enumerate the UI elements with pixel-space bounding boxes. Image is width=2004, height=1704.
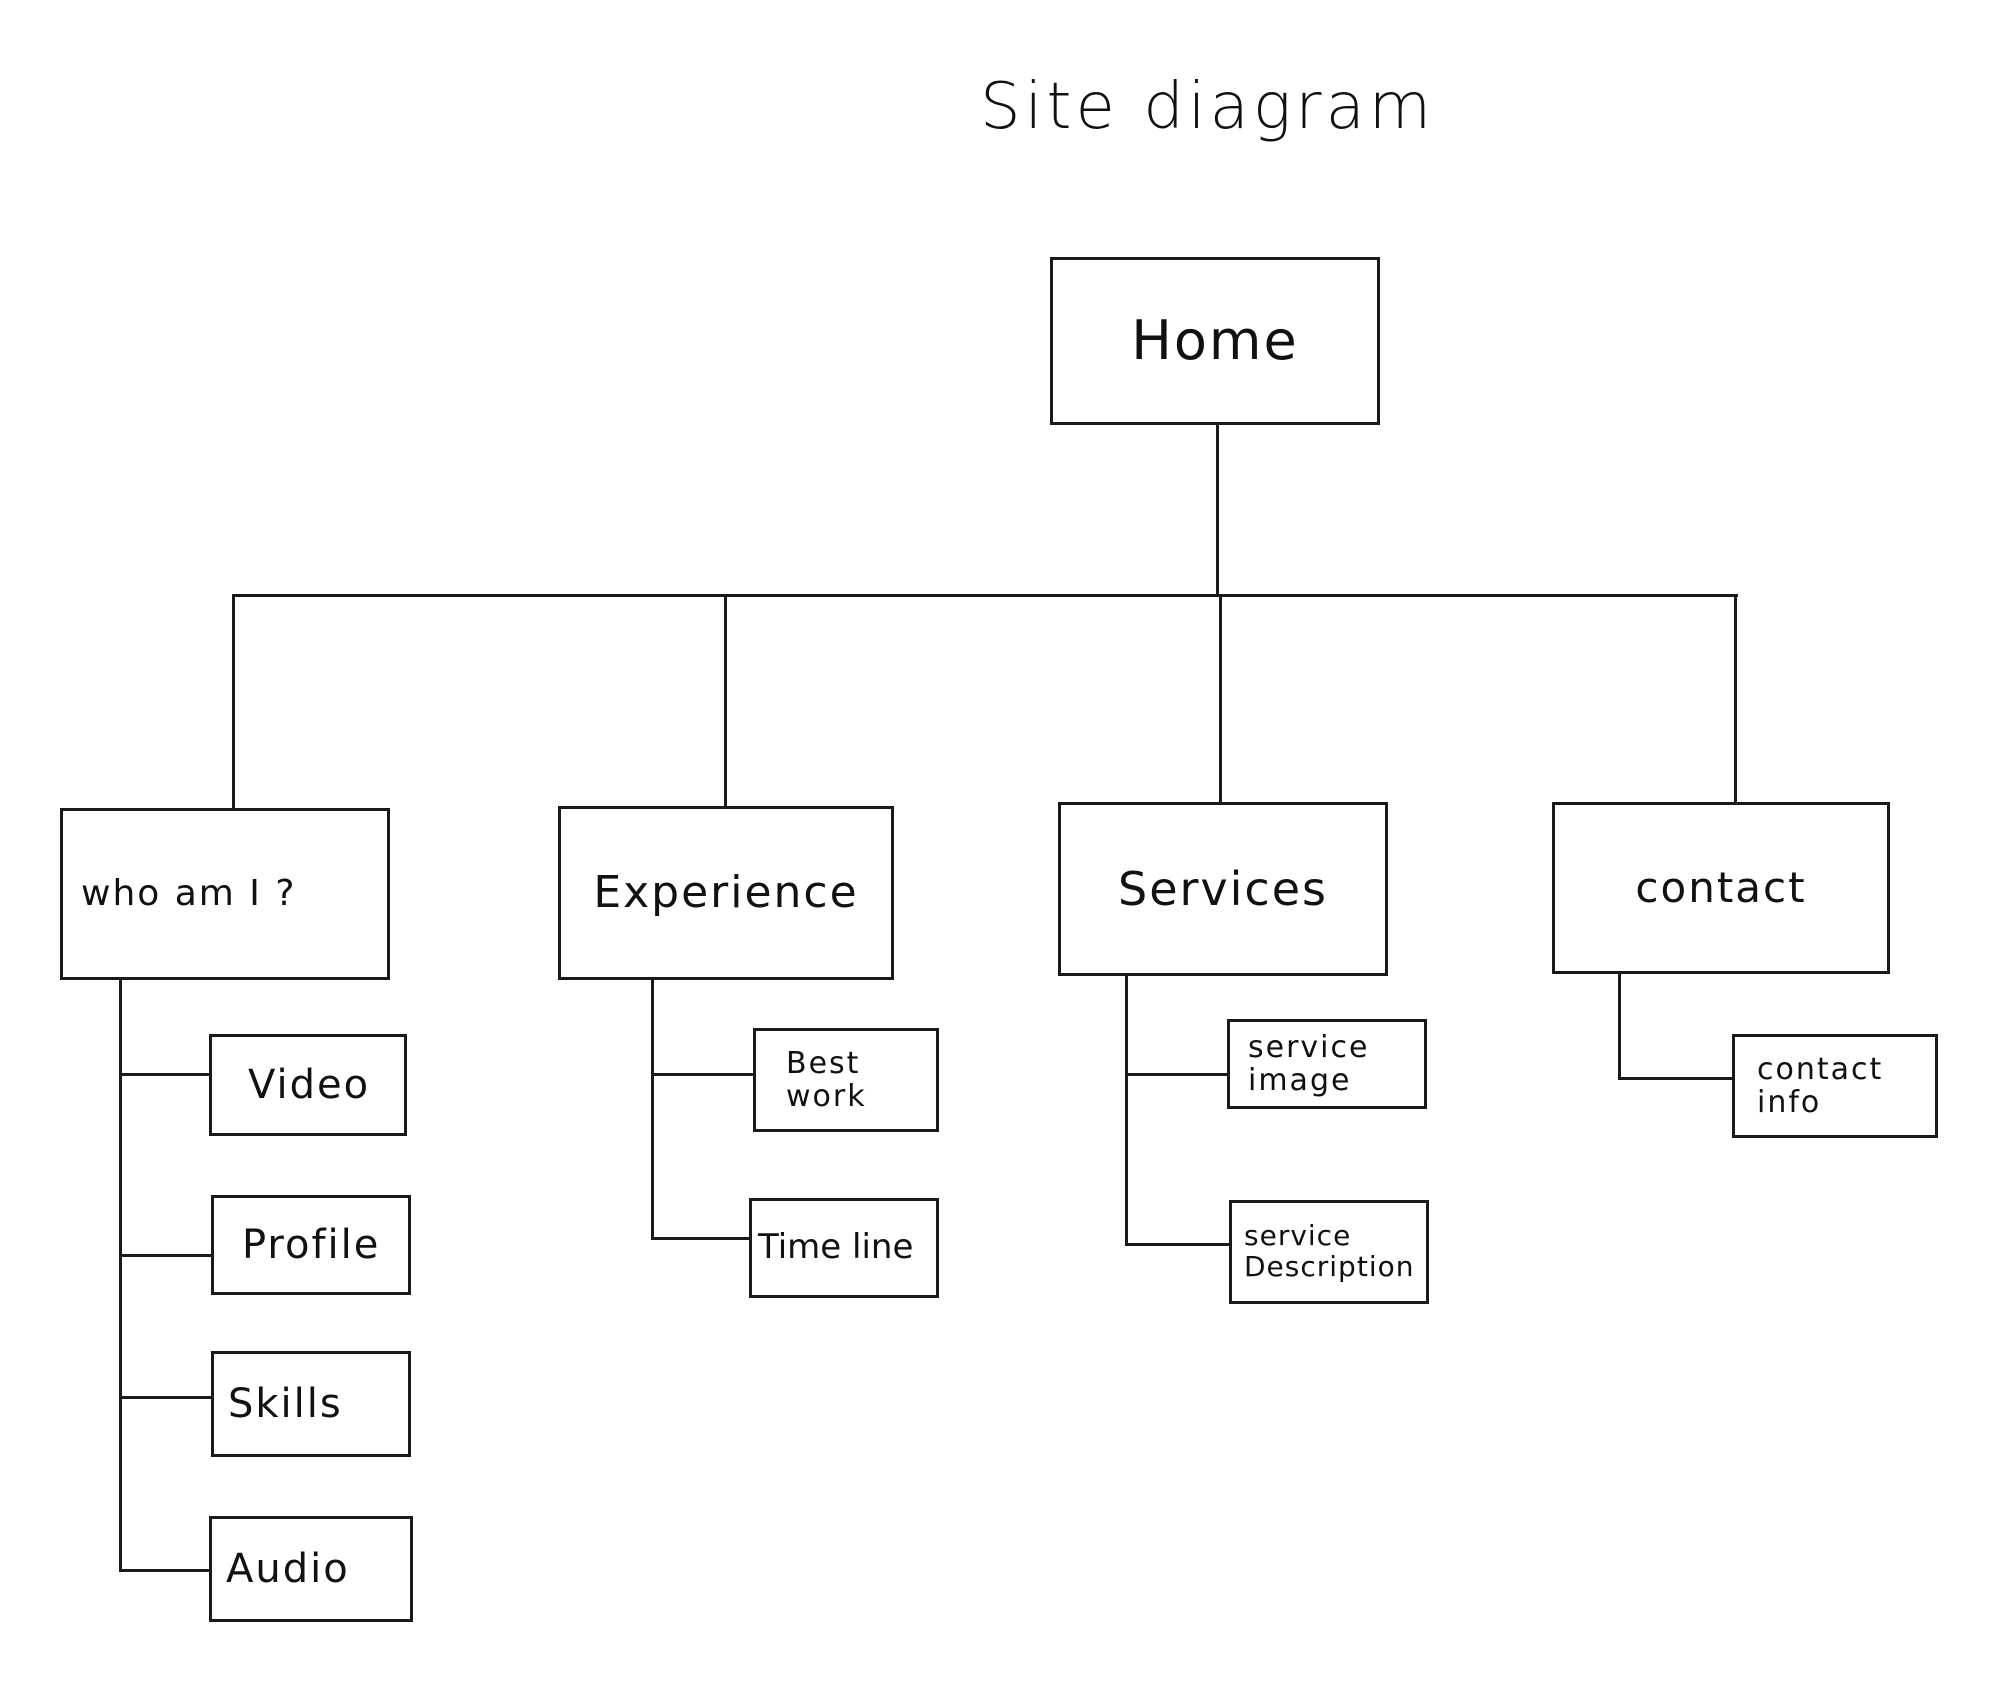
root-node-home: Home	[1050, 257, 1380, 425]
section-node-experience: Experience	[558, 806, 894, 980]
child-spine-experience	[651, 980, 654, 1240]
child-branch-line	[1125, 1073, 1229, 1076]
child-node-profile: Profile	[211, 1195, 411, 1295]
child-node-label: Profile	[242, 1222, 381, 1268]
section-node-who-am-i: who am I ?	[60, 808, 390, 980]
child-node-time-line: Time line	[749, 1198, 939, 1298]
root-trunk-line	[1216, 425, 1219, 597]
section-node-services: Services	[1058, 802, 1388, 976]
child-node-label: Time line	[758, 1227, 914, 1268]
child-node-label: Best work	[786, 1046, 867, 1114]
root-node-label: Home	[1131, 309, 1299, 373]
section-node-label: Services	[1118, 861, 1328, 916]
diagram-title: Site diagram	[980, 70, 1436, 144]
drop-line-experience	[724, 594, 727, 808]
child-branch-line	[119, 1073, 209, 1076]
child-branch-line	[1618, 1077, 1734, 1080]
section-bus-line	[232, 594, 1738, 597]
child-node-service-image: service image	[1227, 1019, 1427, 1109]
child-spine-services	[1125, 976, 1128, 1246]
drop-line-contact	[1734, 594, 1737, 802]
child-node-audio: Audio	[209, 1516, 413, 1622]
child-branch-line	[119, 1254, 211, 1257]
child-branch-line	[1125, 1243, 1229, 1246]
child-node-label: Skills	[228, 1381, 343, 1427]
child-spine-contact	[1618, 974, 1621, 1080]
child-node-label: service image	[1248, 1030, 1370, 1098]
child-node-label: Audio	[226, 1546, 350, 1592]
child-node-label: Video	[248, 1062, 371, 1108]
child-node-service-description: service Description	[1229, 1200, 1429, 1304]
drop-line-services	[1219, 594, 1222, 802]
section-node-label: Experience	[593, 866, 859, 918]
drop-line-who-am-i	[232, 594, 235, 808]
child-node-skills: Skills	[211, 1351, 411, 1457]
child-node-contact-info: contact info	[1732, 1034, 1938, 1138]
child-spine-who-am-i	[119, 980, 122, 1572]
section-node-label: contact	[1635, 862, 1807, 912]
child-branch-line	[651, 1237, 751, 1240]
child-node-video: Video	[209, 1034, 407, 1136]
child-branch-line	[119, 1569, 209, 1572]
child-branch-line	[651, 1073, 755, 1076]
section-node-contact: contact	[1552, 802, 1890, 974]
child-node-label: service Description	[1244, 1219, 1415, 1283]
child-branch-line	[119, 1396, 211, 1399]
child-node-best-work: Best work	[753, 1028, 939, 1132]
section-node-label: who am I ?	[81, 873, 297, 915]
child-node-label: contact info	[1757, 1052, 1884, 1120]
